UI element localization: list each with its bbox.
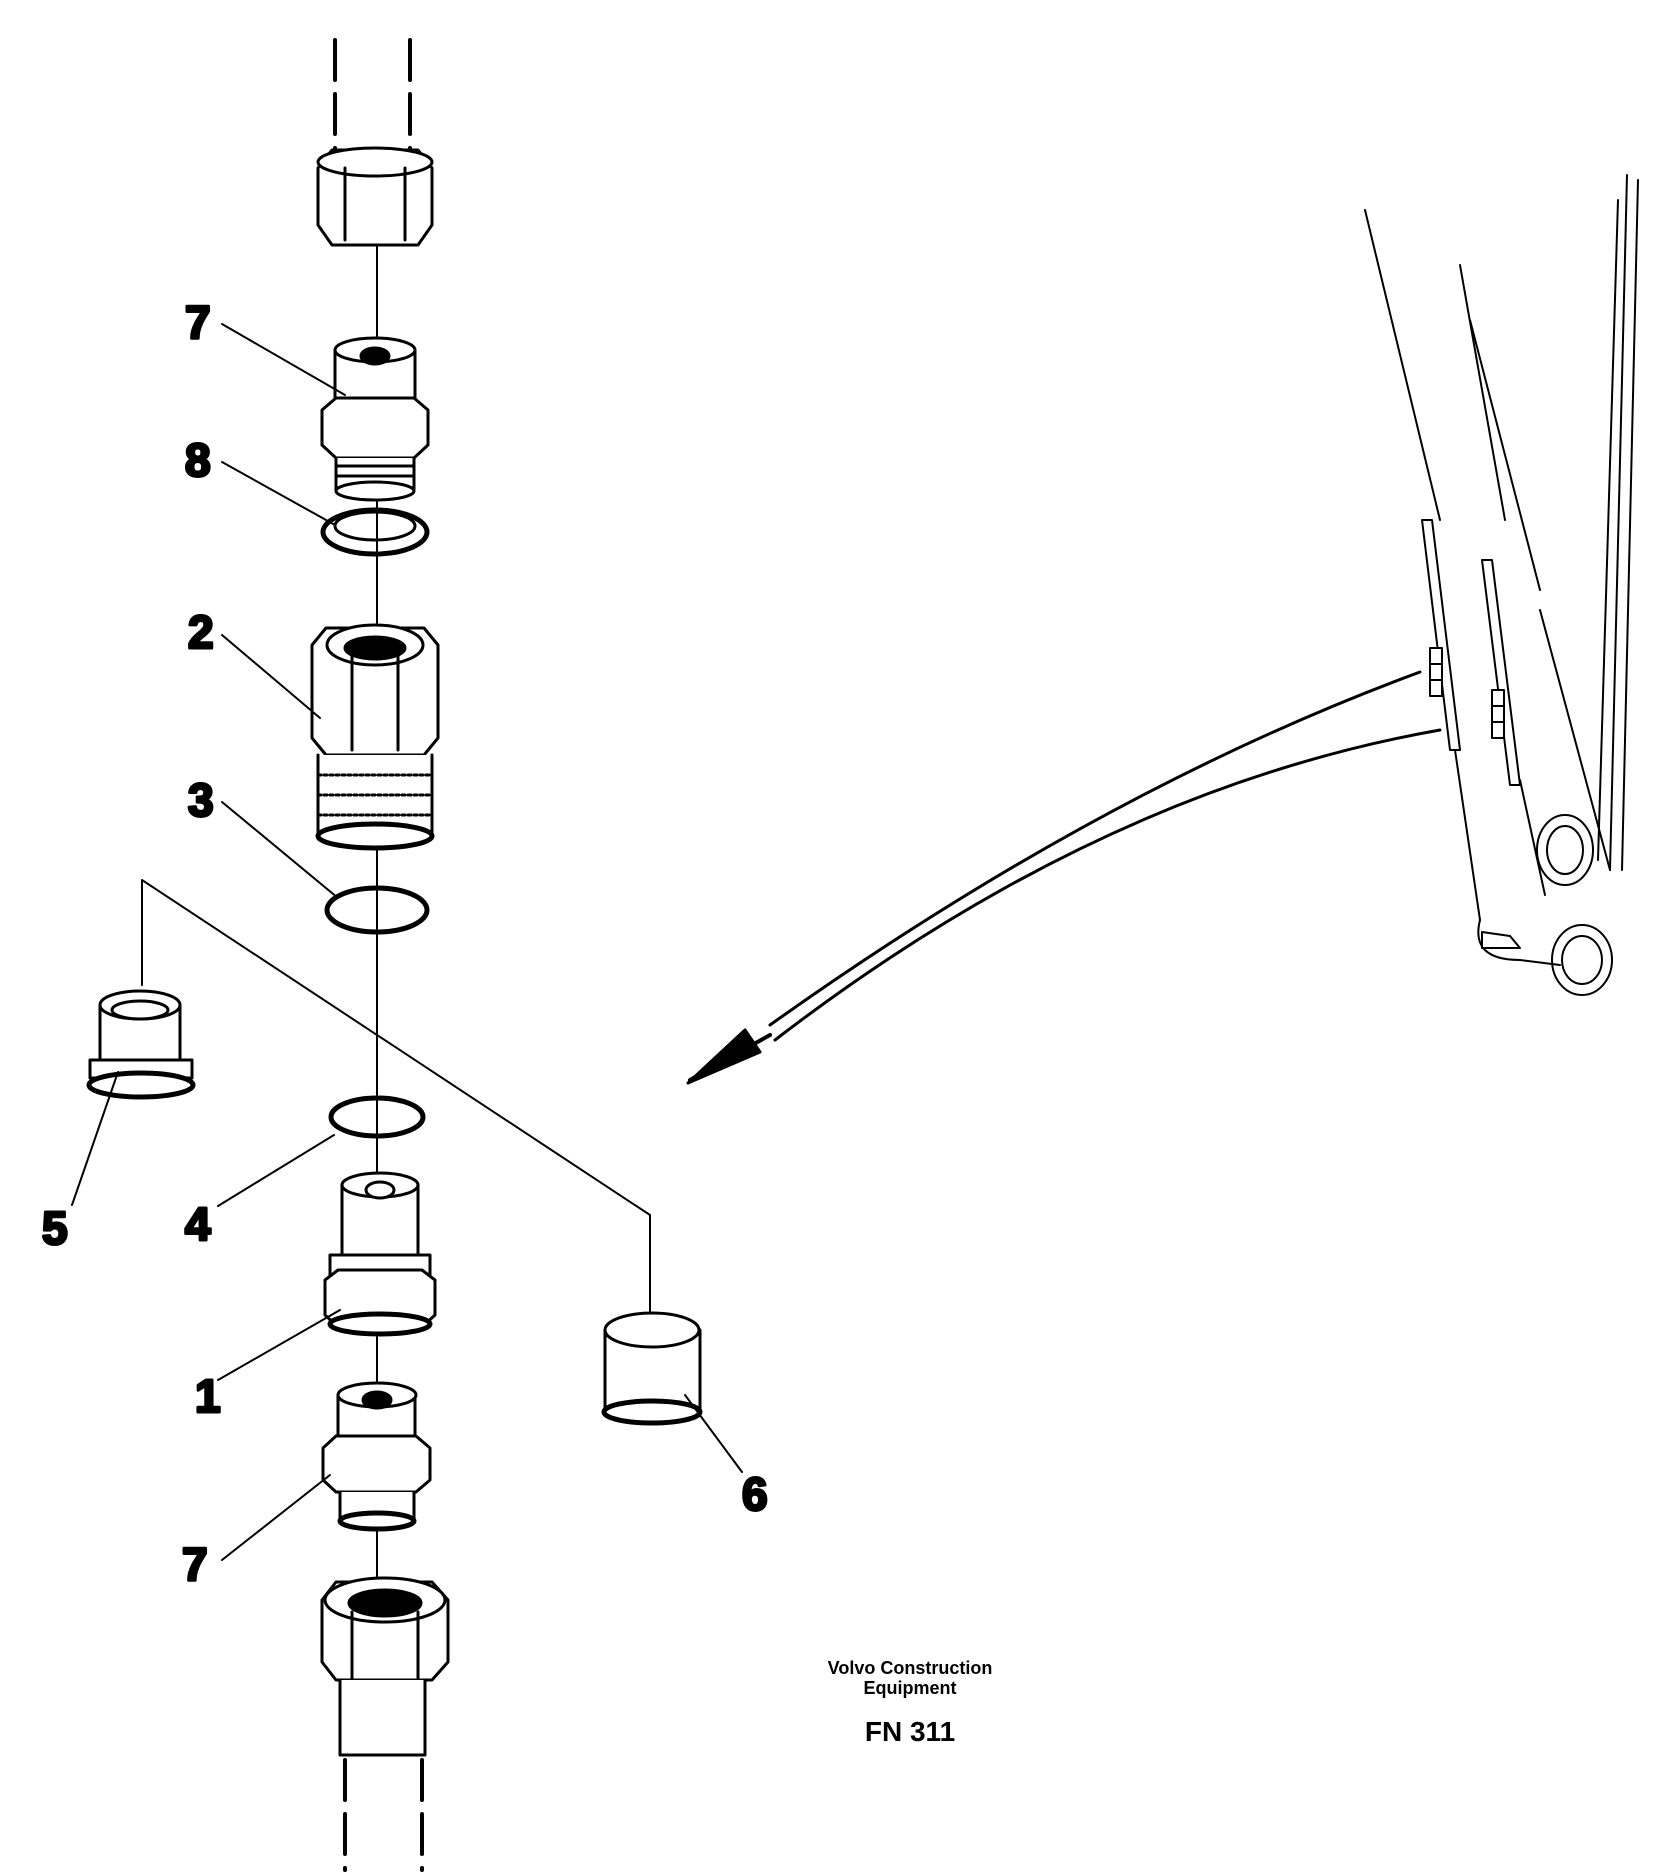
part-3-o-ring [324, 885, 430, 935]
upper-hose-nut [316, 146, 434, 247]
company-caption: Volvo Construction Equipment [740, 1658, 1080, 1698]
callout-3: 3 [188, 774, 214, 826]
callout-5: 5 [42, 1202, 68, 1254]
company-line-1: Volvo Construction [827, 1658, 993, 1678]
callout-7-bottom: 7 [182, 1538, 208, 1590]
callout-8: 8 [185, 434, 211, 486]
lower-hose-nut [320, 1576, 450, 1757]
part-2-coupling-sleeve [310, 623, 440, 851]
part-5-dust-cap [86, 989, 196, 1100]
callout-2: 2 [188, 606, 214, 658]
part-7-lower-adapter [321, 1381, 432, 1532]
leader-lines [71, 323, 743, 1561]
company-line-2: Equipment [863, 1678, 957, 1698]
branch-line [141, 879, 651, 1331]
detail-pointer-arrow [686, 670, 1442, 1085]
figure-code: FN 311 [864, 1716, 956, 1747]
upper-hose [333, 38, 412, 162]
callout-1: 1 [195, 1370, 221, 1422]
part-8-seal-ring [320, 507, 430, 557]
machine-arm-overview [1364, 174, 1639, 996]
callout-6: 6 [742, 1468, 768, 1520]
part-4-o-ring [328, 1095, 426, 1139]
part-7-upper-adapter [320, 336, 430, 502]
lower-hose [343, 1758, 424, 1872]
part-6-dust-plug [601, 1311, 703, 1426]
callout-7-top: 7 [185, 296, 211, 348]
part-1-nipple [323, 1171, 437, 1337]
callout-4: 4 [185, 1198, 211, 1250]
